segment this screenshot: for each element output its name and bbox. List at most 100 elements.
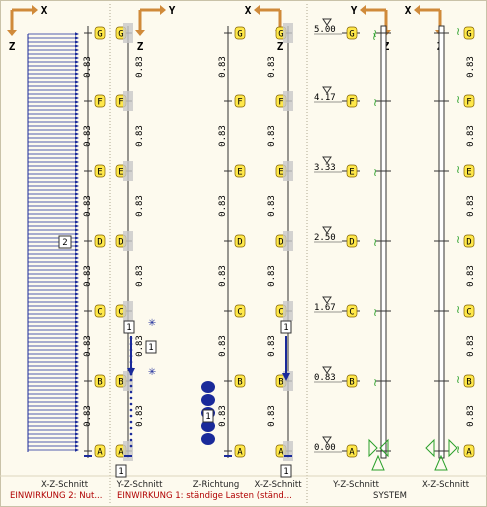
p1-col-node-F-badge <box>94 94 106 108</box>
p1-col-seg-3: 0.83 <box>83 265 93 287</box>
p2-zr-seg-4: 0.83 <box>218 335 228 357</box>
p1-axes-v-arrow <box>7 30 17 36</box>
p1-load-arrowhead <box>75 168 79 172</box>
p2-zr-seg-5: 0.83 <box>218 405 228 427</box>
p2-zr-node-B-label: B <box>237 378 242 388</box>
p1-load-arrowhead <box>75 172 79 176</box>
p3-xz-support-a <box>425 438 435 458</box>
p1-col-node-C-badge <box>94 304 106 318</box>
p2-xz-grey-C <box>283 301 293 321</box>
p1-load-arrowhead <box>75 384 79 388</box>
p1-col-node-A-label: A <box>97 448 103 458</box>
p1-load-arrowhead <box>75 76 79 80</box>
p1-load-arrowhead <box>75 352 79 356</box>
p1-load-arrowhead <box>75 332 79 336</box>
p1-load-arrowhead <box>75 448 79 452</box>
p2-zr-tag-box <box>202 409 214 423</box>
p1-load-arrowhead <box>75 204 79 208</box>
p1-load-arrowhead <box>75 36 79 40</box>
p3-yz-spring-1: ≀ <box>373 96 377 109</box>
p3-yz-spring-4: ≀ <box>373 306 377 319</box>
p2-yz-seg-5: 0.83 <box>135 405 145 427</box>
p2-yz-tag2-box <box>145 340 157 354</box>
p2-yz-dot <box>129 342 133 346</box>
p3-xz-node-C-label: C <box>466 308 471 318</box>
p1-load-arrowhead <box>75 320 79 324</box>
p2-yz-dot <box>129 336 133 340</box>
p1-load-arrowhead <box>75 116 79 120</box>
p3-node-D-label: D <box>349 238 354 248</box>
p1-load-arrowhead <box>75 200 79 204</box>
p1-col-node-A-badge <box>94 444 106 458</box>
p1-load-arrowhead <box>75 160 79 164</box>
panel1-caption: X-Z-Schnitt <box>40 480 89 490</box>
p2-zr-load-blob-0 <box>201 381 215 393</box>
p2-xz-load-head <box>282 373 290 381</box>
panel1-case-caption[interactable]: EINWIRKUNG 2: Nut... <box>10 491 103 501</box>
p3-level-6: 0.00 <box>314 443 336 453</box>
p2-xz-node-D-label: D <box>278 238 283 248</box>
p2-xz-seg-1: 0.83 <box>267 125 277 147</box>
p1-col-seg-4: 0.83 <box>83 335 93 357</box>
p3-xz-seg-5: 0.83 <box>466 405 476 427</box>
p1-load-arrowhead <box>75 268 79 272</box>
p1-load-arrowhead <box>75 396 79 400</box>
p1-load-tag: 2 <box>62 238 67 248</box>
p1-load-arrowhead <box>75 388 79 392</box>
p2-yz-dot <box>129 444 133 448</box>
p1-load-arrowhead <box>75 136 79 140</box>
p1-load-arrowhead <box>75 440 79 444</box>
p3-xz-node-D-label: D <box>466 238 471 248</box>
p1-load-arrowhead <box>75 244 79 248</box>
p1-load-arrowhead <box>75 228 79 232</box>
p1-col-node-D-label: D <box>97 238 102 248</box>
p2-zr-load-blob-1 <box>201 394 215 406</box>
p1-load-arrowhead <box>75 112 79 116</box>
p1-load-arrowhead <box>75 408 79 412</box>
p3-xz-node-A-badge <box>463 444 475 458</box>
p3b-axes-h-label: X <box>405 4 412 17</box>
p2-yz-grey-G <box>123 23 133 43</box>
p3-node-C-badge <box>346 304 358 318</box>
p3-level-0: 5.00 <box>314 25 336 35</box>
p1-load-arrowhead <box>75 416 79 420</box>
p3-yz-member <box>380 25 387 459</box>
p1-load-arrowhead <box>75 424 79 428</box>
p1-load-arrowhead <box>75 140 79 144</box>
p2-yz-grey-C <box>123 301 133 321</box>
panel2-case-caption[interactable]: EINWIRKUNG 1: ständige Lasten (ständ... <box>117 491 292 501</box>
p2-xz-node-A-label: A <box>278 448 284 458</box>
p3-node-E-label: E <box>349 168 354 178</box>
p1-load-arrowhead <box>75 220 79 224</box>
panel2-caption-xz: X-Z-Schnitt <box>254 480 302 490</box>
p2-xz-node-G-label: G <box>278 30 283 40</box>
p2-yz-node-A-label: A <box>118 448 124 458</box>
p2-yz-node-F-label: F <box>118 98 123 108</box>
p1-load-arrowhead <box>75 348 79 352</box>
p2-yz-node-B-label: B <box>118 378 123 388</box>
p1-load-arrowhead <box>75 236 79 240</box>
p1-col-node-D-badge <box>94 234 106 248</box>
p2-xz-seg-5: 0.83 <box>267 405 277 427</box>
p3-level-marker-0 <box>322 18 332 26</box>
p2-zr-node-A-badge <box>234 444 246 458</box>
p3-xz-seg-3: 0.83 <box>466 265 476 287</box>
panel2-caption-zrichtung: Z-Richtung <box>192 480 240 490</box>
p3-node-A-label: A <box>349 448 355 458</box>
p2-yz-tag3: 1 <box>118 467 123 477</box>
p2-xz-grey-G <box>283 23 293 43</box>
p3-xz-node-G-label: G <box>466 30 471 40</box>
p2-yz-seg-0: 0.83 <box>135 56 145 78</box>
p1-load-arrowhead <box>75 392 79 396</box>
p3-level-marker-5 <box>322 366 332 374</box>
p3-xz-node-D-badge <box>463 234 475 248</box>
p2-yz-dot <box>129 372 133 376</box>
p2-xz-tag-box <box>280 320 292 334</box>
p3-xz-node-B-label: B <box>466 378 471 388</box>
p3-node-A-badge <box>346 444 358 458</box>
p3-xz-node-A-label: A <box>466 448 472 458</box>
p1-col-seg-0: 0.83 <box>83 56 93 78</box>
p1-col-node-G-badge <box>94 26 106 40</box>
